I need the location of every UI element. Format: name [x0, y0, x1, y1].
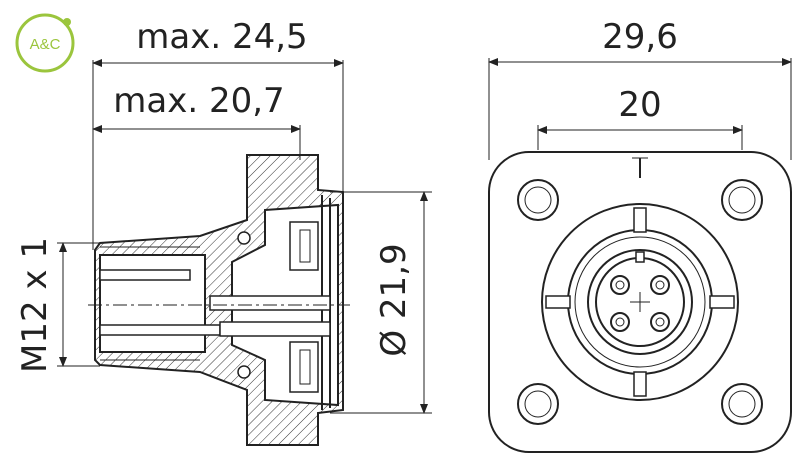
- coding-key: [635, 251, 645, 263]
- dimension-thread: M12 x 1: [15, 237, 100, 373]
- connector-side-section: [88, 154, 350, 446]
- company-logo: A&C: [15, 13, 75, 73]
- contact-pin: [650, 275, 670, 295]
- outer-ring: [541, 203, 739, 401]
- dimension-hole-spacing: 20: [537, 85, 743, 150]
- mounting-hole: [517, 179, 559, 221]
- contact-insert: [587, 249, 693, 355]
- dimension-body-length: max. 20,7: [92, 81, 301, 160]
- thread-label: M12 x 1: [15, 237, 55, 373]
- connector-front-view: [488, 151, 792, 453]
- hole-spacing-label: 20: [618, 85, 661, 125]
- dimension-flange-diameter: Ø 21,9: [330, 191, 432, 414]
- contact-pin: [610, 275, 630, 295]
- flange-diameter-label: Ø 21,9: [374, 243, 414, 356]
- mounting-hole: [517, 383, 559, 425]
- body-length-label: max. 20,7: [113, 81, 284, 121]
- flange-width-label: 29,6: [602, 17, 678, 57]
- overall-length-label: max. 24,5: [136, 17, 307, 57]
- dimension-flange-width: 29,6: [488, 17, 792, 160]
- flange-outline: [488, 151, 792, 453]
- contact-pin: [610, 312, 630, 332]
- dimension-overall-length: max. 24,5: [92, 17, 344, 250]
- logo-text: A&C: [30, 36, 61, 53]
- contact-pin: [650, 312, 670, 332]
- mounting-hole: [721, 179, 763, 221]
- mounting-hole: [721, 383, 763, 425]
